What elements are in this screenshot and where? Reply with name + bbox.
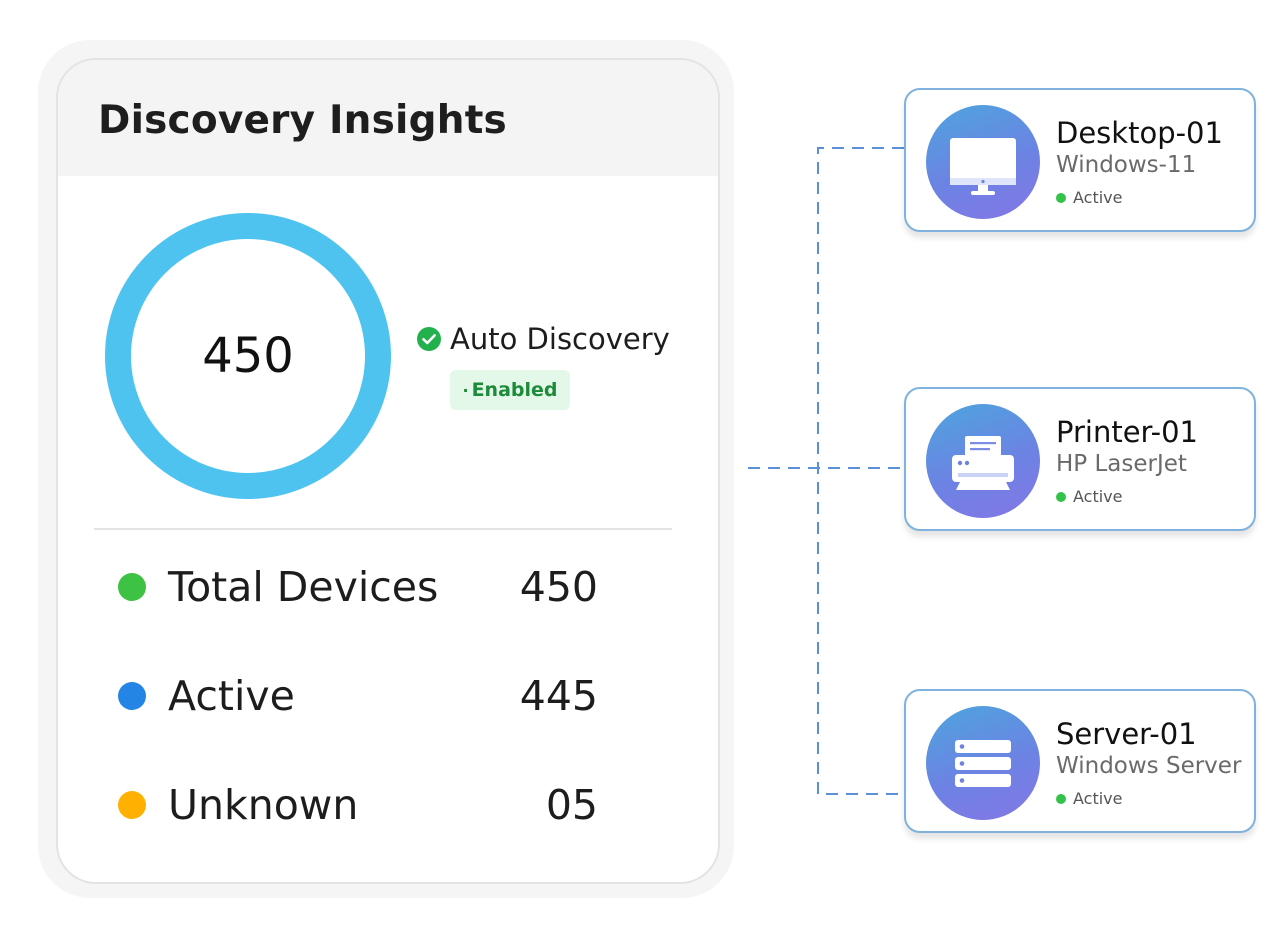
total-devices-donut: 450 xyxy=(102,210,394,502)
stat-row-active: Active 445 xyxy=(118,671,598,721)
card-header: Discovery Insights xyxy=(58,60,718,176)
device-icon-badge xyxy=(926,706,1040,820)
status-label: Active xyxy=(1073,487,1123,506)
bullet-icon: · xyxy=(462,380,469,400)
auto-discovery-row: Auto Discovery xyxy=(416,322,670,356)
enabled-status-label: Enabled xyxy=(471,379,558,401)
stat-value: 05 xyxy=(545,781,598,829)
status-label: Active xyxy=(1073,789,1123,808)
legend-dot-icon xyxy=(118,791,146,819)
device-name: Desktop-01 xyxy=(1056,116,1223,150)
stat-label: Active xyxy=(168,672,295,720)
check-circle-icon xyxy=(417,327,441,351)
card-title: Discovery Insights xyxy=(98,98,507,143)
legend-dot-icon xyxy=(118,573,146,601)
enabled-status-badge: · Enabled xyxy=(450,370,570,410)
device-status: Active xyxy=(1056,188,1123,207)
device-os: HP LaserJet xyxy=(1056,451,1187,477)
divider xyxy=(94,528,672,530)
status-label: Active xyxy=(1073,188,1123,207)
legend-dot-icon xyxy=(118,682,146,710)
device-os: Windows Server xyxy=(1056,753,1242,779)
device-os: Windows-11 xyxy=(1056,152,1197,178)
status-dot-icon xyxy=(1056,491,1066,502)
stat-row-total-devices: Total Devices 450 xyxy=(118,562,598,612)
status-dot-icon xyxy=(1056,192,1066,203)
device-card-desktop[interactable]: Desktop-01 Windows-11 Active xyxy=(904,88,1256,232)
status-dot-icon xyxy=(1056,793,1066,804)
stat-value: 445 xyxy=(519,672,598,720)
donut-value: 450 xyxy=(202,328,294,384)
device-icon-badge xyxy=(926,404,1040,518)
stat-row-unknown: Unknown 05 xyxy=(118,780,598,830)
desktop-icon xyxy=(950,138,1016,195)
device-status: Active xyxy=(1056,789,1123,808)
server-icon xyxy=(955,740,1011,787)
printer-icon xyxy=(952,436,1014,490)
device-icon-badge xyxy=(926,105,1040,219)
device-name: Printer-01 xyxy=(1056,415,1198,449)
device-card-server[interactable]: Server-01 Windows Server Active xyxy=(904,689,1256,833)
donut-ring xyxy=(105,213,391,499)
auto-discovery-label: Auto Discovery xyxy=(450,322,670,356)
device-card-printer[interactable]: Printer-01 HP LaserJet Active xyxy=(904,387,1256,531)
stat-value: 450 xyxy=(519,563,598,611)
device-status: Active xyxy=(1056,487,1123,506)
stat-label: Total Devices xyxy=(168,563,439,611)
device-name: Server-01 xyxy=(1056,717,1197,751)
discovery-insights-card: Discovery Insights 450 Auto Discovery · … xyxy=(56,58,720,884)
stat-label: Unknown xyxy=(168,781,359,829)
